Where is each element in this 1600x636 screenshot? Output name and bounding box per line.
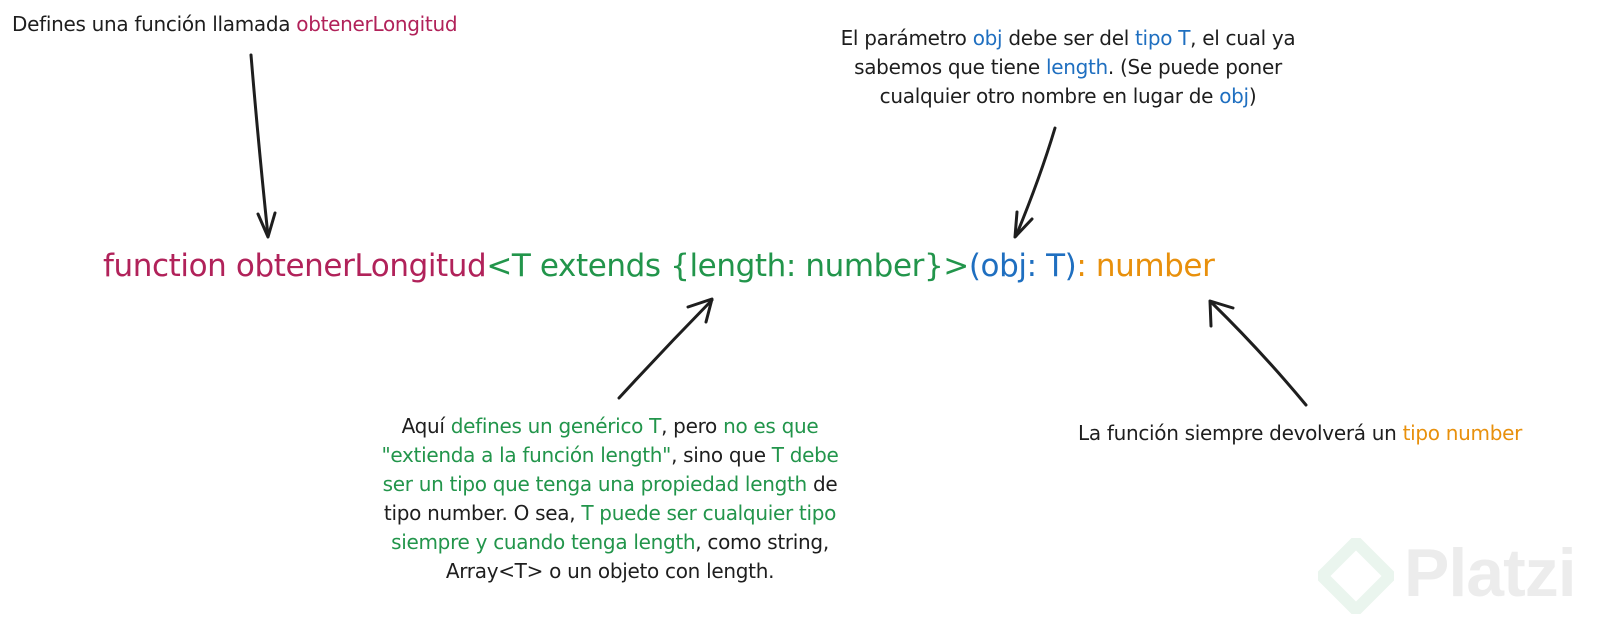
- note-text: El parámetro: [840, 26, 973, 50]
- code-return-type: : number: [1076, 248, 1215, 284]
- note-text: sabemos que tiene: [854, 55, 1046, 79]
- note-line: siempre y cuando tenga length, como stri…: [340, 528, 880, 557]
- note-highlight-obj: obj: [972, 26, 1003, 50]
- note-text: debe ser del: [1002, 26, 1136, 50]
- note-highlight-length: length: [1045, 55, 1108, 79]
- note-line: Aquí defines un genérico T, pero no es q…: [340, 412, 880, 441]
- note-highlight: siempre y cuando tenga length: [391, 530, 696, 554]
- note-highlight: "extienda a la función length": [381, 443, 672, 467]
- note-highlight-obj: obj: [1219, 84, 1249, 108]
- note-text: , como string,: [695, 530, 829, 554]
- note-highlight: no es que: [723, 414, 819, 438]
- arrow-bottom-right: [1208, 299, 1308, 407]
- note-line: sabemos que tiene length. (Se puede pone…: [798, 53, 1338, 82]
- arrow-top-right: [1013, 126, 1057, 239]
- platzi-logo-icon: [1318, 538, 1394, 614]
- platzi-watermark: Platzi: [1318, 530, 1588, 620]
- note-highlight: tipo number: [1402, 421, 1523, 445]
- note-text: . (Se puede poner: [1107, 55, 1282, 79]
- arrow-bottom-center: [617, 297, 714, 400]
- note-text: Defines una función llamada: [12, 12, 297, 36]
- note-highlight: T debe: [771, 443, 839, 467]
- note-line: ser un tipo que tenga una propiedad leng…: [340, 470, 880, 499]
- watermark-text: Platzi: [1404, 535, 1577, 611]
- note-function-name: Defines una función llamada obtenerLongi…: [12, 10, 458, 39]
- code-function-keyword: function obtenerLongitud: [103, 248, 487, 284]
- note-text: de: [806, 472, 838, 496]
- note-text: Array<T> o un objeto con length.: [445, 559, 775, 583]
- note-highlight-type: tipo T: [1135, 26, 1191, 50]
- note-text: Aquí: [401, 414, 451, 438]
- note-text: , sino que: [671, 443, 772, 467]
- note-highlight: obtenerLongitud: [296, 12, 458, 36]
- note-text: cualquier otro nombre en lugar de: [879, 84, 1220, 108]
- note-line: Array<T> o un objeto con length.: [340, 557, 880, 586]
- note-parameter: El parámetro obj debe ser del tipo T, el…: [798, 24, 1338, 111]
- note-line: cualquier otro nombre en lugar de obj): [798, 82, 1338, 111]
- note-highlight: defines un genérico T: [450, 414, 662, 438]
- note-text: , pero: [661, 414, 724, 438]
- note-text: , el cual ya: [1190, 26, 1296, 50]
- arrow-top-left: [249, 53, 277, 239]
- code-signature: function obtenerLongitud<T extends {leng…: [103, 246, 1215, 286]
- code-generic: <T extends {length: number}>: [486, 248, 969, 284]
- code-params: (obj: T): [968, 248, 1077, 284]
- note-highlight: ser un tipo que tenga una propiedad leng…: [382, 472, 808, 496]
- note-generic: Aquí defines un genérico T, pero no es q…: [340, 412, 880, 586]
- note-line: El parámetro obj debe ser del tipo T, el…: [798, 24, 1338, 53]
- note-highlight: T puede ser cualquier tipo: [581, 501, 837, 525]
- note-line: tipo number. O sea, T puede ser cualquie…: [340, 499, 880, 528]
- note-text: La función siempre devolverá un: [1078, 421, 1403, 445]
- note-text: ): [1248, 84, 1257, 108]
- note-return-type: La función siempre devolverá un tipo num…: [1078, 419, 1522, 448]
- note-line: "extienda a la función length", sino que…: [340, 441, 880, 470]
- note-text: tipo number. O sea,: [383, 501, 582, 525]
